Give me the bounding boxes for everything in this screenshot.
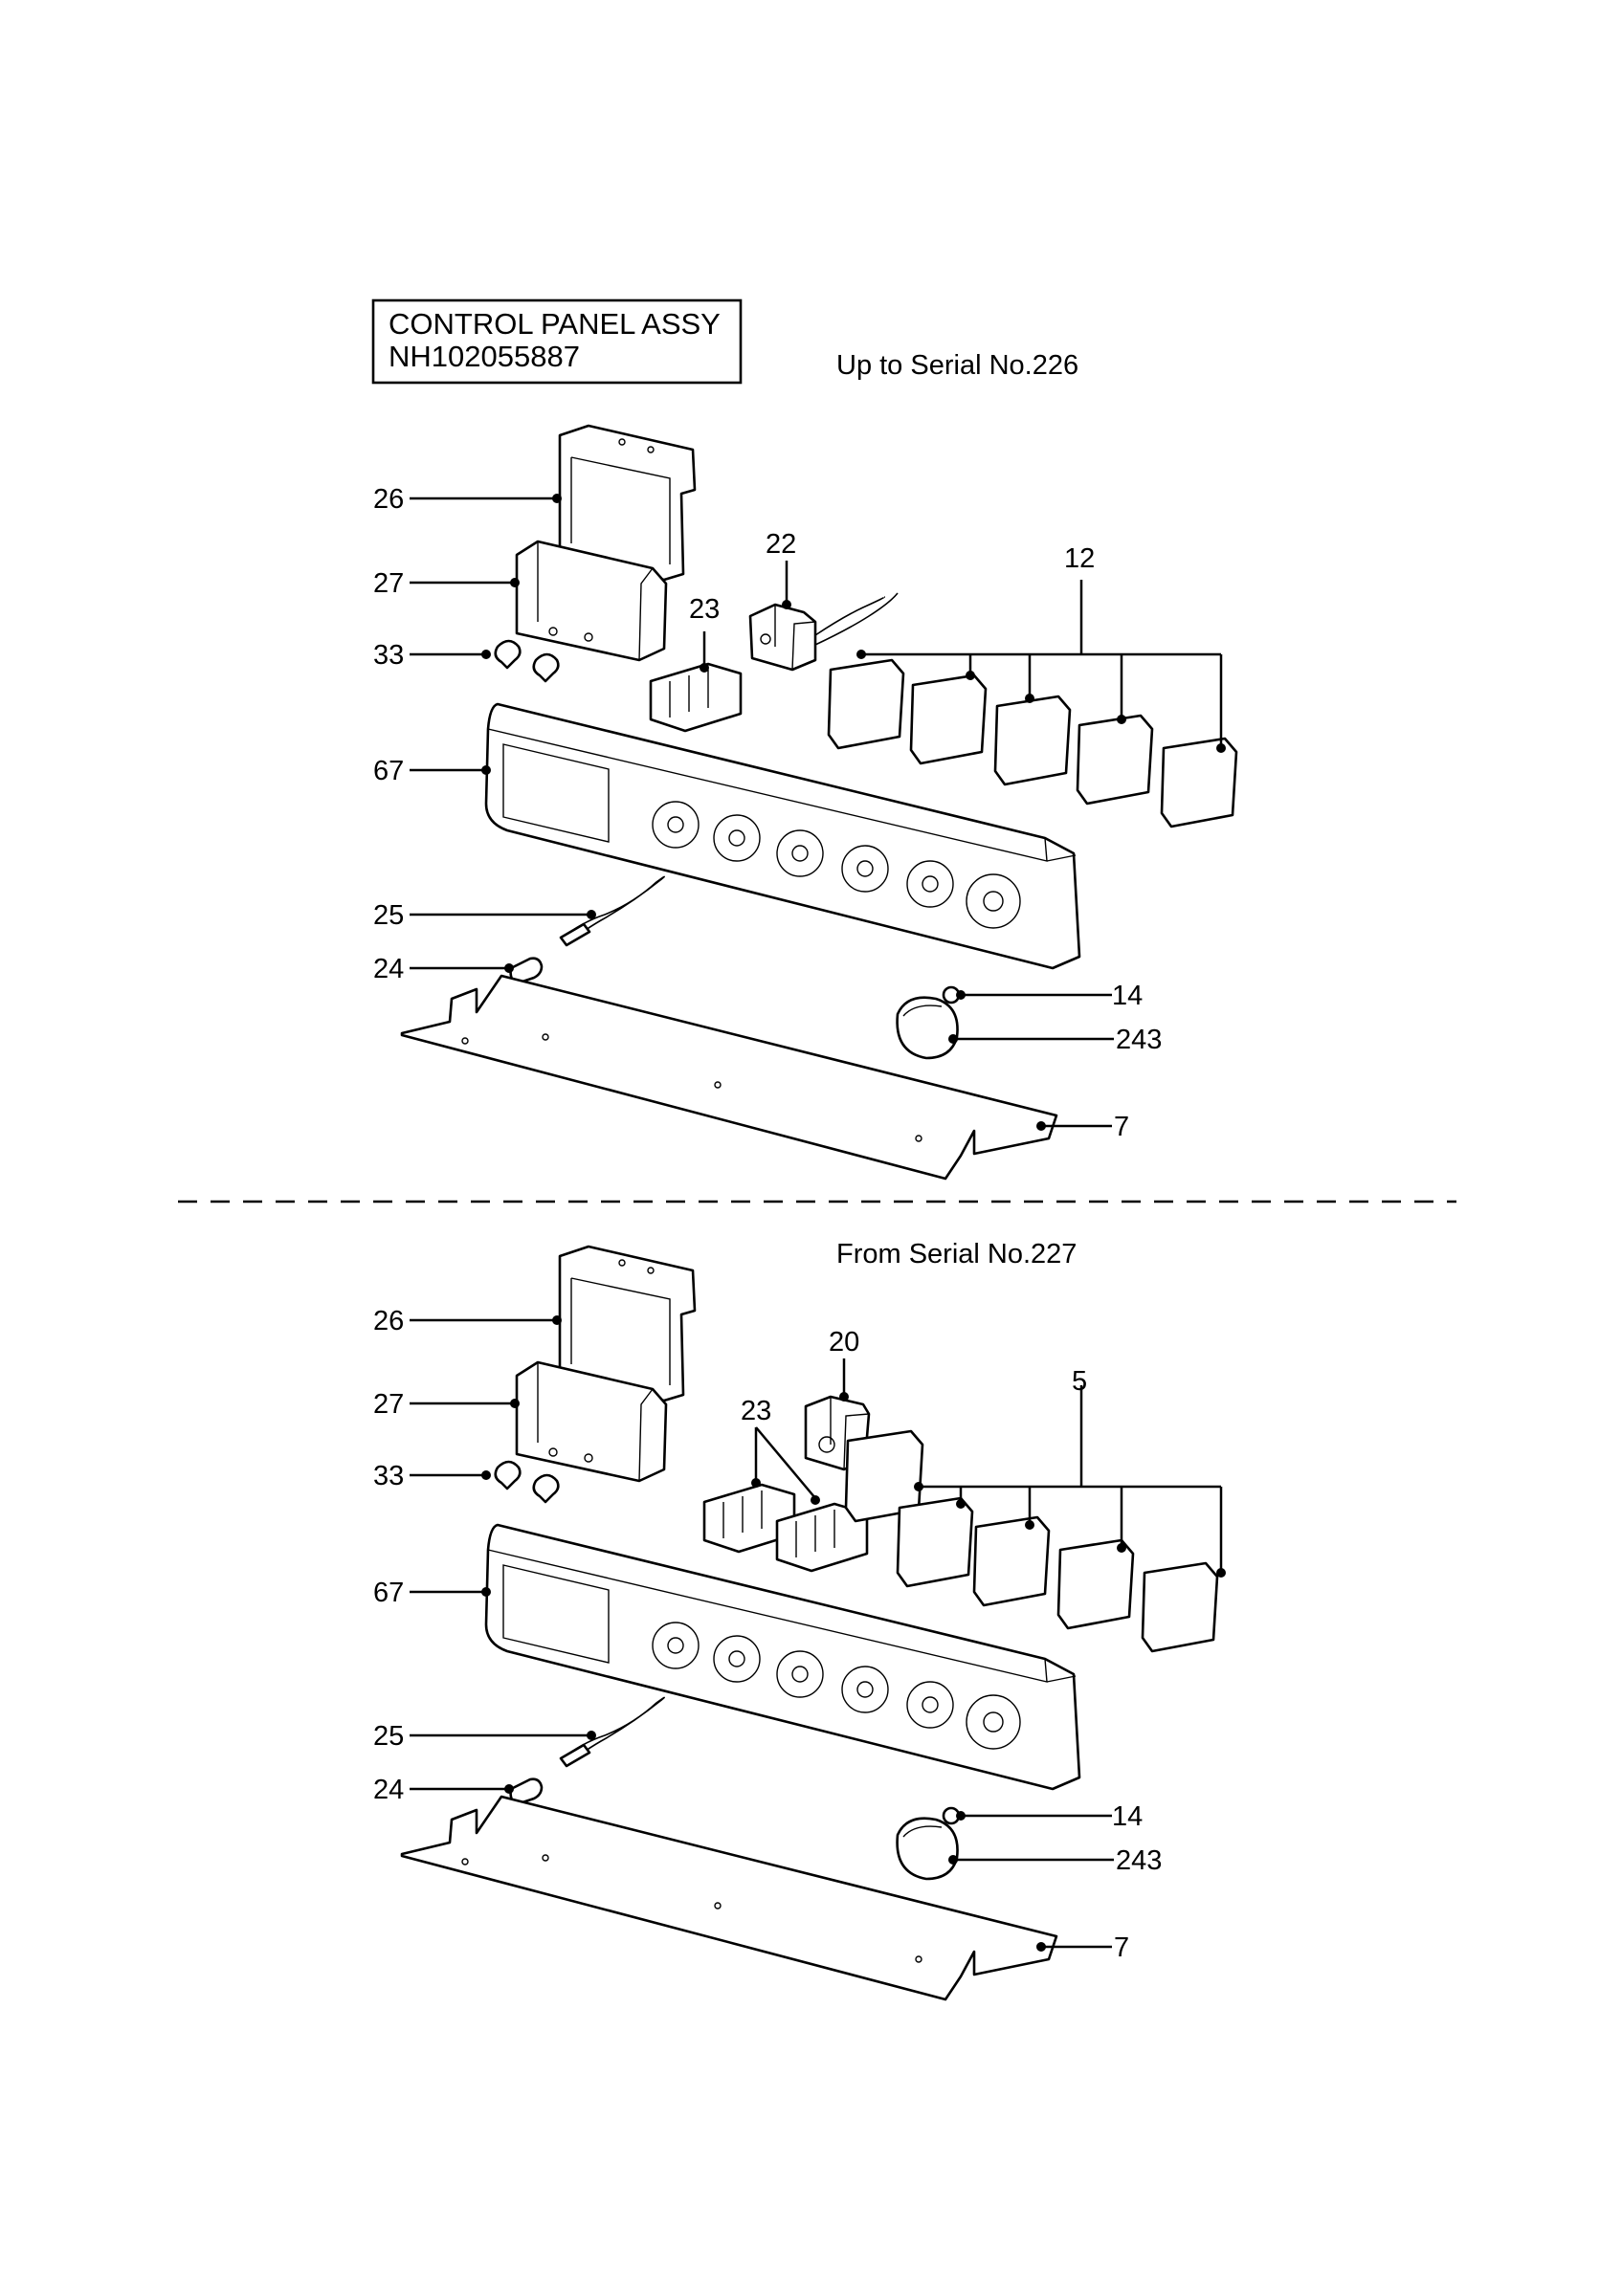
terminal-block-part [649, 662, 743, 733]
callout-243: 243 [1116, 1845, 1162, 1876]
terminal-block-part [702, 1483, 869, 1573]
clip-part [494, 639, 560, 683]
callout-33: 33 [373, 640, 404, 671]
control-knob-holes [652, 801, 1021, 929]
title-box: CONTROL PANEL ASSY NH102055887 [371, 298, 743, 385]
callout-20: 20 [829, 1327, 859, 1358]
base-plate-part [400, 1795, 1058, 2001]
fascia-panel [484, 702, 1081, 970]
energy-regulator-set [827, 658, 1238, 828]
clip-part [494, 1460, 560, 1504]
callout-25: 25 [373, 1721, 404, 1752]
callout-33: 33 [373, 1461, 404, 1491]
callout-26: 26 [373, 1306, 404, 1336]
box-part [515, 540, 668, 662]
callout-7: 7 [1114, 1932, 1129, 1963]
base-plate-part [400, 974, 1058, 1181]
assembly-title: CONTROL PANEL ASSY [389, 307, 721, 341]
control-knob-holes [652, 1622, 1021, 1750]
section-from-227: From Serial No.227 26 27 33 [373, 1239, 1226, 2001]
knob-part [896, 1806, 961, 1881]
section-heading: Up to Serial No.226 [836, 350, 1078, 381]
callout-5: 5 [1072, 1366, 1087, 1397]
callout-23: 23 [689, 594, 720, 625]
callout-67: 67 [373, 1578, 404, 1608]
callout-7: 7 [1114, 1112, 1129, 1142]
callout-243: 243 [1116, 1025, 1162, 1055]
callout-24: 24 [373, 1775, 404, 1805]
fascia-panel [484, 1523, 1081, 1791]
callout-67: 67 [373, 756, 404, 786]
callout-14: 14 [1112, 981, 1143, 1011]
callout-23: 23 [741, 1396, 771, 1426]
section-up-to-226: Up to Serial No.226 26 27 33 [373, 350, 1238, 1181]
callout-12: 12 [1064, 543, 1095, 574]
box-part [515, 1360, 668, 1483]
callout-26: 26 [373, 484, 404, 515]
callout-24: 24 [373, 954, 404, 984]
knob-part [896, 985, 961, 1060]
callout-14: 14 [1112, 1801, 1143, 1832]
callout-22: 22 [766, 529, 796, 560]
assembly-part-number: NH102055887 [389, 340, 580, 373]
switch-part [748, 592, 899, 672]
callout-25: 25 [373, 900, 404, 931]
callout-27: 27 [373, 568, 404, 599]
section-heading: From Serial No.227 [836, 1239, 1077, 1269]
energy-regulator-set [844, 1429, 1219, 1653]
wire-lead-part [559, 875, 665, 947]
wire-lead-part [559, 1696, 665, 1768]
callout-27: 27 [373, 1389, 404, 1420]
